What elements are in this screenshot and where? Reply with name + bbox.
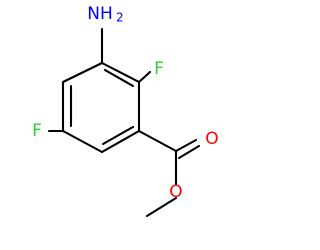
ring-bond xyxy=(61,129,104,154)
amine-label: NH xyxy=(87,4,113,24)
carbonyl-carbon-bond xyxy=(137,129,178,153)
carbonyl-double-bond xyxy=(174,138,198,153)
molecule-structure: NH 2 F F O O xyxy=(32,4,219,218)
ring-inner-double-bond xyxy=(101,125,135,146)
ring-bond xyxy=(100,61,141,84)
amine-subscript: 2 xyxy=(116,11,124,25)
ring-bond xyxy=(100,129,141,154)
carbonyl-double-bond xyxy=(177,144,201,160)
fluoro-top-label: F xyxy=(154,59,164,79)
ring-inner-double-bond xyxy=(103,68,135,88)
fluoro-top-bond xyxy=(137,70,152,84)
carbonyl-oxygen-label: O xyxy=(205,129,218,149)
ester-oxygen-label: O xyxy=(169,182,182,202)
methyl-bond xyxy=(145,196,178,218)
ring-bond xyxy=(61,61,104,84)
fluoro-left-label: F xyxy=(32,121,42,141)
